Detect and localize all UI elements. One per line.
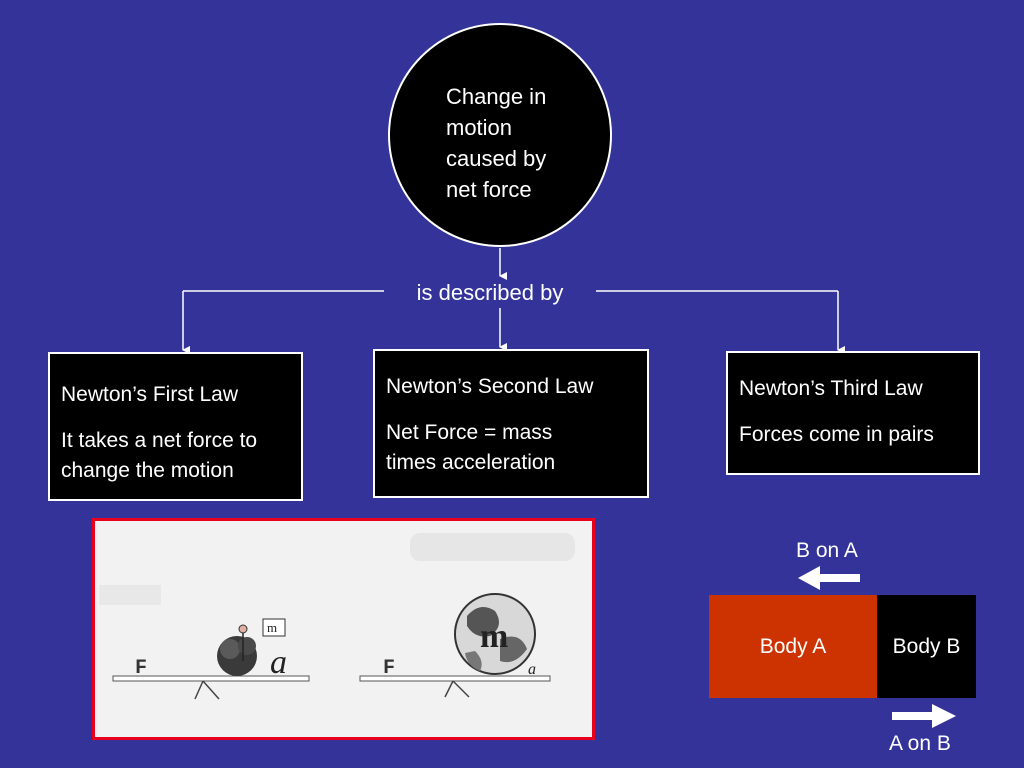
second-law-description: Net Force = mass times acceleration: [386, 421, 556, 474]
central-concept-circle: Change in motion caused by net force: [388, 23, 612, 247]
earth-globe-icon: [454, 593, 536, 675]
right-force-label: F: [383, 657, 395, 680]
second-law-title: Newton’s Second Law: [386, 375, 594, 398]
right-seesaw: [359, 593, 551, 698]
left-seesaw: [112, 618, 310, 700]
b-on-a-label: B on A: [796, 539, 858, 562]
left-mass-label: m: [267, 620, 277, 635]
third-law-title: Newton’s Third Law: [739, 377, 923, 400]
b-on-a-arrow-icon: [798, 566, 860, 590]
right-mass-label: m: [480, 618, 508, 655]
third-law-description: Forces come in pairs: [739, 423, 934, 446]
first-law-description: It takes a net force to change the motio…: [61, 429, 258, 482]
body-b: Body B: [877, 595, 976, 698]
third-law-box: Newton’s Third Law Forces come in pairs: [726, 351, 980, 475]
seesaw-illustration: F m a F m a: [92, 518, 595, 740]
body-a: Body A: [709, 595, 877, 698]
connector-label: is described by: [416, 280, 564, 305]
turkey-icon: [217, 624, 257, 676]
first-law-title: Newton’s First Law: [61, 383, 239, 406]
left-force-label: F: [135, 657, 147, 680]
left-accel-label: a: [270, 644, 287, 681]
a-on-b-label: A on B: [889, 732, 951, 755]
second-law-box: Newton’s Second Law Net Force = mass tim…: [373, 349, 649, 498]
central-concept-text: Change in motion caused by net force: [446, 84, 547, 202]
first-law-box: Newton’s First Law It takes a net force …: [48, 352, 303, 501]
right-accel-label: a: [528, 661, 536, 678]
seesaw-drawing: F m a F m a: [99, 533, 575, 700]
a-on-b-arrow-icon: [892, 704, 956, 728]
